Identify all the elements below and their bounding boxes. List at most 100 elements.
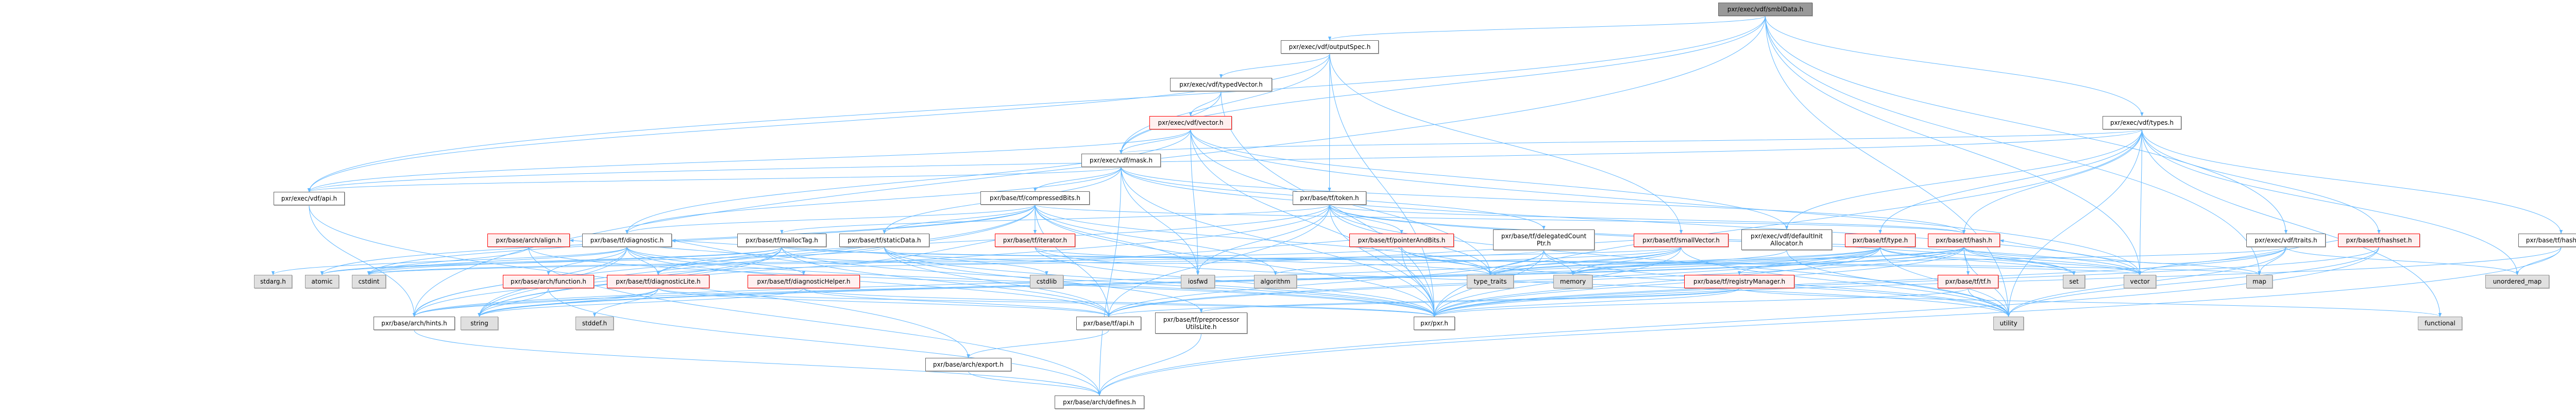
edge-preprocessor-to-defines <box>1097 333 1201 396</box>
node-export[interactable]: pxr/base/arch/export.h <box>925 358 1011 371</box>
edge-pointerAndBits-to-align <box>569 239 1350 264</box>
node-cstdint[interactable]: cstdint <box>352 275 386 288</box>
node-small-vector[interactable]: pxr/base/tf/smallVector.h <box>1634 234 1728 247</box>
node-map[interactable]: map <box>2246 275 2273 288</box>
node-diagnostic-helper[interactable]: pxr/base/tf/diagnosticHelper.h <box>748 275 860 288</box>
node-diagnostic-lite[interactable]: pxr/base/tf/diagnosticLite.h <box>607 275 709 288</box>
node-iterator[interactable]: pxr/base/tf/iterator.h <box>995 234 1075 247</box>
node-mask[interactable]: pxr/exec/vdf/mask.h <box>1081 154 1161 167</box>
node-output-spec[interactable]: pxr/exec/vdf/outputSpec.h <box>1281 40 1379 54</box>
node-pxr[interactable]: pxr/pxr.h <box>1414 317 1455 330</box>
edge-root-to-outputSpec <box>1328 15 1766 41</box>
node-pointer-and-bits[interactable]: pxr/base/tf/pointerAndBits.h <box>1349 234 1454 247</box>
node-hash[interactable]: pxr/base/tf/hash.h <box>1928 234 2000 247</box>
node-set[interactable]: set <box>2063 275 2085 288</box>
node-token[interactable]: pxr/base/tf/token.h <box>1293 191 1366 205</box>
node-stdarg[interactable]: stdarg.h <box>254 275 292 288</box>
node-unordered-map[interactable]: unordered_map <box>2485 275 2549 288</box>
node-diagnostic[interactable]: pxr/base/tf/diagnostic.h <box>582 234 672 247</box>
edge-token-to-diagnosticLite <box>656 204 1330 275</box>
node-delegated-count-ptr[interactable]: pxr/base/tf/delegatedCount Ptr.h <box>1493 229 1595 250</box>
edge-diagnosticLite-to-string <box>478 288 658 317</box>
node-root[interactable]: pxr/exec/vdf/smblData.h <box>1718 3 1812 16</box>
edge-tfApi-to-export <box>967 329 1109 358</box>
node-defines[interactable]: pxr/base/arch/defines.h <box>1055 395 1144 409</box>
node-stddef[interactable]: stddef.h <box>575 317 614 330</box>
edge-hash-to-map <box>1963 246 2261 275</box>
edge-mask-to-diagnostic <box>625 167 1122 234</box>
edge-registryManager-to-pxr <box>1432 288 1740 317</box>
edge-token-to-pointerAndBits <box>1329 204 1403 234</box>
edge-type-to-set <box>1880 246 2076 275</box>
edge-compressedBits-to-string <box>478 204 1036 317</box>
edge-staticData-to-atomic <box>320 246 885 275</box>
edge-diagnosticLite-to-hints <box>412 288 658 317</box>
node-hints[interactable]: pxr/base/arch/hints.h <box>374 317 455 330</box>
edge-diagnostic-to-diagnosticHelper <box>626 246 806 275</box>
edge-types-to-type <box>1878 129 2142 234</box>
node-arch-function[interactable]: pxr/base/arch/function.h <box>503 275 594 288</box>
edge-types-to-functional <box>2142 129 2442 317</box>
edge-archFunction-to-defines <box>548 288 1101 396</box>
node-memory[interactable]: memory <box>1553 275 1592 288</box>
edge-hash-to-type_traits <box>1488 246 1964 275</box>
edge-traits-to-type_traits <box>1488 246 2286 275</box>
edge-vdfVector-to-defaultInitAllocator <box>1190 129 1789 230</box>
node-functional[interactable]: functional <box>2418 317 2462 330</box>
edge-mask-to-pxr <box>1121 167 1436 317</box>
edge-iterator-to-type_traits <box>1035 246 1492 275</box>
edge-smallVector-to-utility <box>1681 246 2010 317</box>
node-typed-vector[interactable]: pxr/exec/vdf/typedVector.h <box>1170 78 1272 91</box>
edge-iterator-to-diagnostic <box>671 239 995 264</box>
node-atomic[interactable]: atomic <box>305 275 339 288</box>
edge-diagnosticHelper-to-pxr <box>803 288 1436 317</box>
edge-root-to-types <box>1765 15 2144 117</box>
edge-types-to-unordered_map <box>2142 129 2519 275</box>
edge-diagnosticLite-to-stddef <box>592 288 658 317</box>
edge-staticData-to-cstdlib <box>884 246 1048 275</box>
node-utility[interactable]: utility <box>1993 317 2024 330</box>
node-types[interactable]: pxr/exec/vdf/types.h <box>2103 116 2181 129</box>
node-iosfwd[interactable]: iosfwd <box>1181 275 1215 288</box>
edge-diagnosticLite-to-tfApi <box>658 288 1110 317</box>
node-malloc-tag[interactable]: pxr/base/tf/mallocTag.h <box>737 234 826 247</box>
edge-token-to-mallocTag <box>780 204 1330 234</box>
edge-type-to-type_traits <box>1488 246 1880 275</box>
edge-compressedBits-to-cstdint <box>367 204 1036 275</box>
node-hashset[interactable]: pxr/base/tf/hashset.h <box>2338 234 2420 247</box>
node-registry-manager[interactable]: pxr/base/tf/registryManager.h <box>1684 275 1794 288</box>
node-string[interactable]: string <box>461 317 498 330</box>
node-align[interactable]: pxr/base/arch/align.h <box>487 234 570 247</box>
node-type-traits[interactable]: type_traits <box>1467 275 1514 288</box>
edge-outputSpec-to-typedVector <box>1219 53 1330 78</box>
edge-root-to-map <box>1765 15 2261 275</box>
edge-mallocTag-to-cstdint <box>367 246 782 275</box>
edge-hash-to-set <box>1963 246 2076 275</box>
node-preprocessor[interactable]: pxr/base/tf/preprocessor UtilsLite.h <box>1155 312 1247 334</box>
node-type[interactable]: pxr/base/tf/type.h <box>1845 234 1916 247</box>
edge-mallocTag-to-hints <box>412 246 782 317</box>
node-static-data[interactable]: pxr/base/tf/staticData.h <box>839 234 929 247</box>
edge-mallocTag-to-diagnosticLite <box>656 246 782 275</box>
node-hashmap[interactable]: pxr/base/tf/hashmap.h <box>2518 234 2576 247</box>
edge-hashset-to-utility <box>2007 246 2379 317</box>
node-default-init-allocator[interactable]: pxr/exec/vdf/defaultInit Allocator.h <box>1741 229 1832 250</box>
node-vdf-api[interactable]: pxr/exec/vdf/api.h <box>274 192 345 205</box>
edge-registryManager-to-functional <box>1739 288 2442 317</box>
node-algorithm[interactable]: algorithm <box>1254 275 1297 288</box>
edge-traits-to-map <box>2258 246 2286 275</box>
edge-pointerAndBits-to-pxr <box>1401 246 1436 317</box>
edge-types-to-vdfApi <box>308 129 2142 192</box>
node-cstdlib[interactable]: cstdlib <box>1030 275 1063 288</box>
node-vector[interactable]: vector <box>2124 275 2156 288</box>
edge-type-to-registryManager <box>1737 246 1880 275</box>
node-tf-api[interactable]: pxr/base/tf/api.h <box>1076 317 1141 330</box>
edge-types-to-vector <box>2138 129 2142 275</box>
node-compressed-bits[interactable]: pxr/base/tf/compressedBits.h <box>980 191 1090 205</box>
node-traits[interactable]: pxr/exec/vdf/traits.h <box>2246 234 2326 247</box>
edge-tfh-to-utility <box>1968 288 2010 317</box>
node-tfh[interactable]: pxr/base/tf/tf.h <box>1938 275 1998 288</box>
node-vdf-vector[interactable]: pxr/exec/vdf/vector.h <box>1149 116 1232 129</box>
edge-hashset-to-pxr <box>1432 246 2379 317</box>
edge-root-to-utility <box>1765 15 2010 317</box>
